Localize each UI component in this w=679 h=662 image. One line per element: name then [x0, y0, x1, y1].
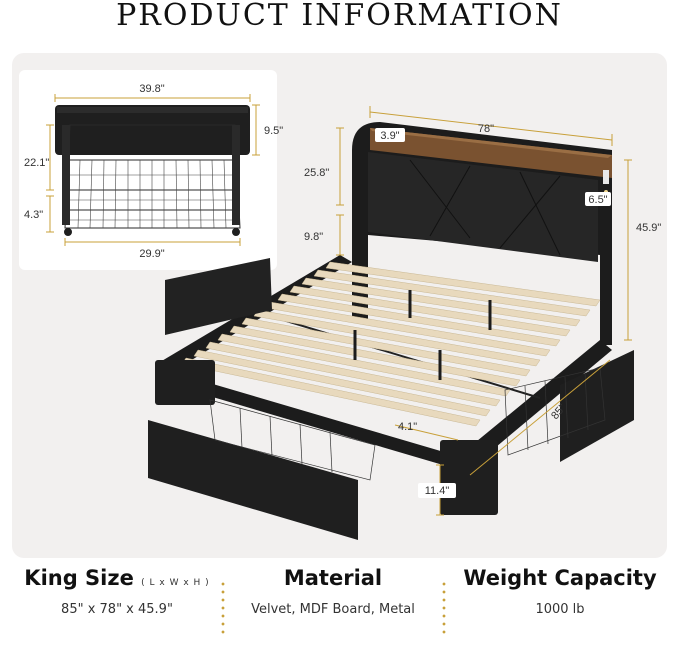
front-leg — [440, 440, 498, 515]
slats — [181, 261, 601, 427]
wooden-shelf — [370, 128, 612, 178]
right-side-rail — [460, 340, 612, 462]
spec-weight-value: 1000 lb — [535, 602, 585, 617]
spec-size: King Size ( L x W x H ) 85" x 78" x 45.9… — [14, 566, 220, 617]
drawer-height-back-label: 9.5" — [264, 125, 283, 137]
bed-width-label: 78" — [478, 123, 494, 135]
light-width-label: 6.5" — [588, 194, 607, 206]
spec-size-subtitle: ( L x W x H ) — [141, 578, 210, 588]
drawer-front-panel — [55, 105, 250, 155]
drawer-depth-label: 22.1" — [24, 157, 49, 169]
spec-separator — [442, 580, 446, 636]
spec-weight-title: Weight Capacity — [463, 566, 657, 590]
bed-illustration: 78" 3.9" 25.8" 6.5" 45.9" 9.8" 4.1" 85" … — [148, 106, 661, 540]
slat-gap-label: 4.1" — [398, 421, 417, 433]
basket-wires — [66, 159, 239, 229]
right-drawer — [560, 350, 634, 462]
left-back-drawer — [165, 258, 272, 335]
leg-height-label: 11.4" — [425, 485, 450, 497]
drawer-illustration: 39.8" 9.5" 22.1" 4.3" 29.9" — [24, 83, 283, 260]
headboard-height-label: 25.8" — [304, 167, 329, 179]
spec-material-value: Velvet, MDF Board, Metal — [251, 602, 415, 617]
footboard-rail — [155, 365, 478, 470]
usb-port-icon — [603, 170, 609, 184]
clearance-label: 9.8" — [304, 231, 323, 243]
spec-material-title: Material — [283, 566, 383, 590]
shelf-depth-label: 3.9" — [380, 130, 399, 142]
drawer-width-bottom-label: 29.9" — [139, 248, 164, 260]
spec-material: Material Velvet, MDF Board, Metal — [226, 566, 440, 617]
spec-size-title: King Size — [24, 566, 134, 590]
drawer-height-front-label: 4.3" — [24, 209, 43, 221]
page-title: PRODUCT INFORMATION — [116, 0, 563, 33]
total-height-label: 45.9" — [636, 222, 661, 234]
spec-size-value: 85" x 78" x 45.9" — [61, 602, 173, 617]
front-left-drawer — [148, 420, 358, 540]
spec-separator — [221, 580, 225, 636]
spec-weight: Weight Capacity 1000 lb — [448, 566, 672, 617]
drawer-width-top-label: 39.8" — [139, 83, 164, 95]
